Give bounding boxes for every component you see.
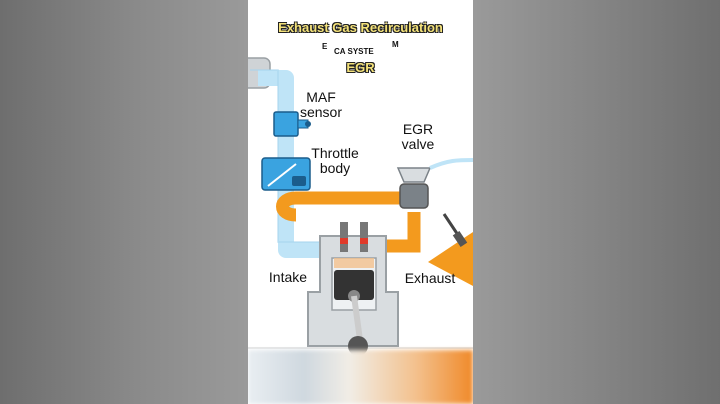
throttle-plate [267,163,297,187]
diagram-title: Exhaust Gas Recirculation [278,20,443,35]
maf-sensor-body [273,111,299,137]
combustion-chamber [334,258,374,268]
blurred-footer [248,350,473,404]
egr-diagram-panel: Exhaust Gas Recirculation E M CA SYSTE E… [248,0,473,404]
egr-vacuum-line [429,158,473,170]
intake-valve [340,222,348,252]
intake-pipe-edge [250,69,328,243]
egr-return-pipe [276,191,404,222]
intake-label: Intake [268,269,308,285]
o2-sensor-tip [452,230,468,248]
background-left [0,0,248,404]
title-fragment-m: M [392,40,399,49]
throttle-motor [292,176,306,186]
title-fragment-system: CA SYSTE [334,47,374,56]
egr-valve-top [396,167,432,183]
throttle-body-label: Throttle body [311,145,359,176]
diagram-subtitle: EGR [346,60,375,75]
egr-diagram-drawing [248,57,473,356]
piston [334,270,374,300]
intake-valve-spring [340,238,348,244]
exhaust-label: Exhaust [404,270,456,286]
maf-sensor-label: MAF sensor [299,89,343,120]
exhaust-valve [360,222,368,252]
exhaust-manifold [356,232,473,286]
background-right [473,0,720,404]
exhaust-valve-spring [360,238,368,244]
egr-valve-label: EGR valve [401,121,435,152]
egr-valve-body [399,183,429,209]
connecting-rod [351,295,363,341]
maf-sensor-plug [305,121,311,127]
title-fragment-e: E [322,42,328,51]
